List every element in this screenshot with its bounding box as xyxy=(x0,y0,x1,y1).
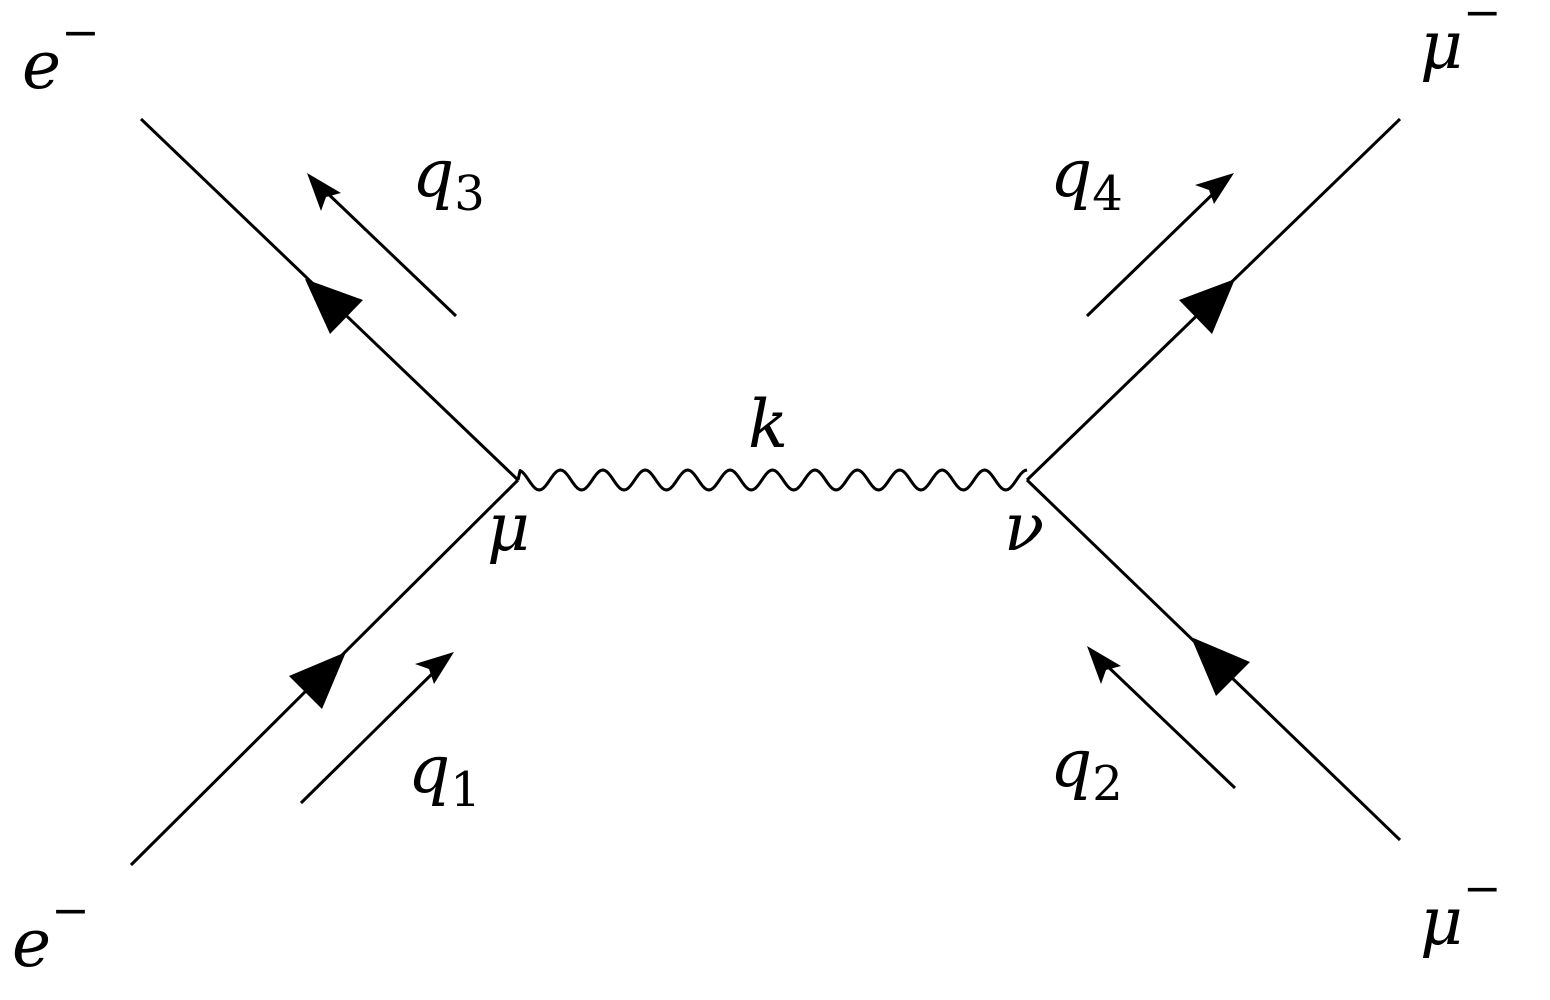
momentum-q2-arrow-icon xyxy=(1087,646,1121,684)
particle-label-top-right: μ− xyxy=(1420,0,1501,84)
momentum-q1-arrow-icon xyxy=(415,652,454,684)
incoming-muon-arrow-icon xyxy=(1191,637,1250,696)
momentum-q4-arrow-icon xyxy=(1195,173,1234,204)
vertex-label-nu: ν xyxy=(1004,489,1044,566)
momentum-q3-line xyxy=(320,186,458,318)
particle-label-bottom-right: μ− xyxy=(1420,861,1501,960)
outgoing-electron-arrow-icon xyxy=(305,279,363,334)
momentum-label-q2: q2 xyxy=(1050,725,1123,812)
incoming-electron-arrow-icon xyxy=(289,652,346,709)
momentum-label-q1: q1 xyxy=(408,731,481,818)
momentum-q1-line xyxy=(299,666,440,805)
vertex-label-mu: μ xyxy=(487,489,530,566)
momentum-q3-arrow-icon xyxy=(307,173,341,211)
particle-label-bottom-left: e− xyxy=(12,883,90,982)
propagator-label-k: k xyxy=(748,386,788,463)
momentum-label-q3: q3 xyxy=(412,135,485,222)
particle-label-top-left: e− xyxy=(22,5,100,104)
momentum-q4-line xyxy=(1085,187,1220,318)
outgoing-muon-arrow-icon xyxy=(1179,279,1235,334)
momentum-label-q4: q4 xyxy=(1050,135,1123,222)
momentum-q2-line xyxy=(1100,659,1237,790)
photon-propagator xyxy=(516,468,1028,492)
